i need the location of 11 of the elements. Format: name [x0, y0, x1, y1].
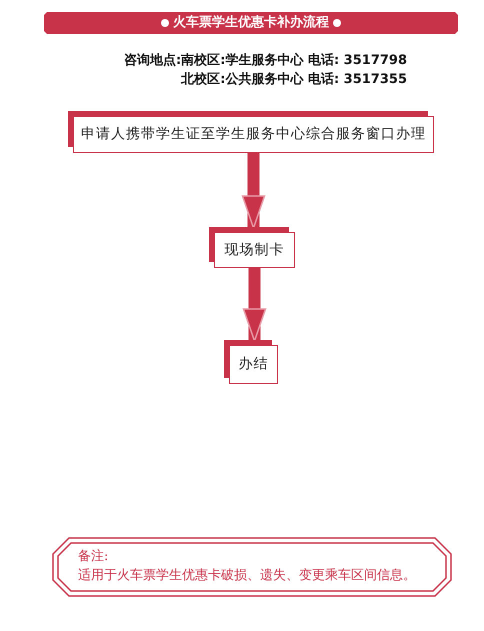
title: 火车票学生优惠卡补办流程: [173, 14, 329, 32]
arrow: [242, 268, 266, 342]
arrow: [242, 153, 266, 229]
process-box: 办结: [224, 340, 278, 384]
note-box: [52, 537, 452, 597]
note-heading: 备注:: [78, 548, 108, 565]
note-text: 适用于火车票学生优惠卡破损、遗失、变更乘车区间信息。: [78, 567, 416, 584]
process-box: 申请人携带学生证至学生服务中心综合服务窗口办理: [68, 111, 434, 153]
contact-info: 咨询地点:南校区:学生服务中心 电话: 3517798: [124, 52, 407, 69]
process-box: 现场制卡: [209, 227, 295, 268]
contact-info: 北校区:公共服务中心 电话: 3517355: [181, 70, 407, 88]
